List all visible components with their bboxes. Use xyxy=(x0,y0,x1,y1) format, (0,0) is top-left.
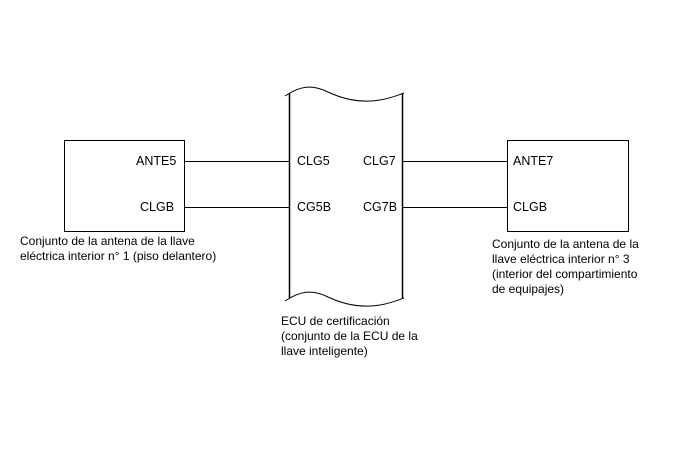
left-module-caption: Conjunto de la antena de la llave eléctr… xyxy=(20,234,216,264)
pin-clg7: CLG7 xyxy=(363,154,396,168)
right-antenna-box xyxy=(507,140,629,232)
ecu-caption-line-2: (conjunto de la ECU de la xyxy=(281,329,418,343)
pin-clg5: CLG5 xyxy=(297,154,330,168)
left-antenna-box xyxy=(64,140,185,232)
pin-ante7: ANTE7 xyxy=(513,154,554,168)
left-caption-line-1: Conjunto de la antena de la llave xyxy=(20,234,195,248)
pin-ante5: ANTE5 xyxy=(136,154,177,168)
right-module-caption: Conjunto de la antena de la llave eléctr… xyxy=(492,237,639,297)
ecu-caption: ECU de certificación (conjunto de la ECU… xyxy=(281,314,418,359)
right-caption-line-1: Conjunto de la antena de la xyxy=(492,237,639,251)
pin-cg7b: CG7B xyxy=(363,200,398,214)
right-caption-line-2: llave eléctrica interior n° 3 xyxy=(492,252,630,266)
right-caption-line-4: de equipajes) xyxy=(492,282,565,296)
pin-clgb-left: CLGB xyxy=(140,200,175,214)
left-caption-line-2: eléctrica interior n° 1 (piso delantero) xyxy=(20,249,217,263)
ecu-caption-line-3: llave inteligente) xyxy=(281,344,368,358)
ecu-caption-line-1: ECU de certificación xyxy=(281,314,390,328)
pin-cg5b: CG5B xyxy=(297,200,332,214)
right-caption-line-3: (interior del compartimiento xyxy=(492,267,638,281)
ecu-box xyxy=(284,86,405,307)
pin-clgb-right: CLGB xyxy=(513,200,548,214)
